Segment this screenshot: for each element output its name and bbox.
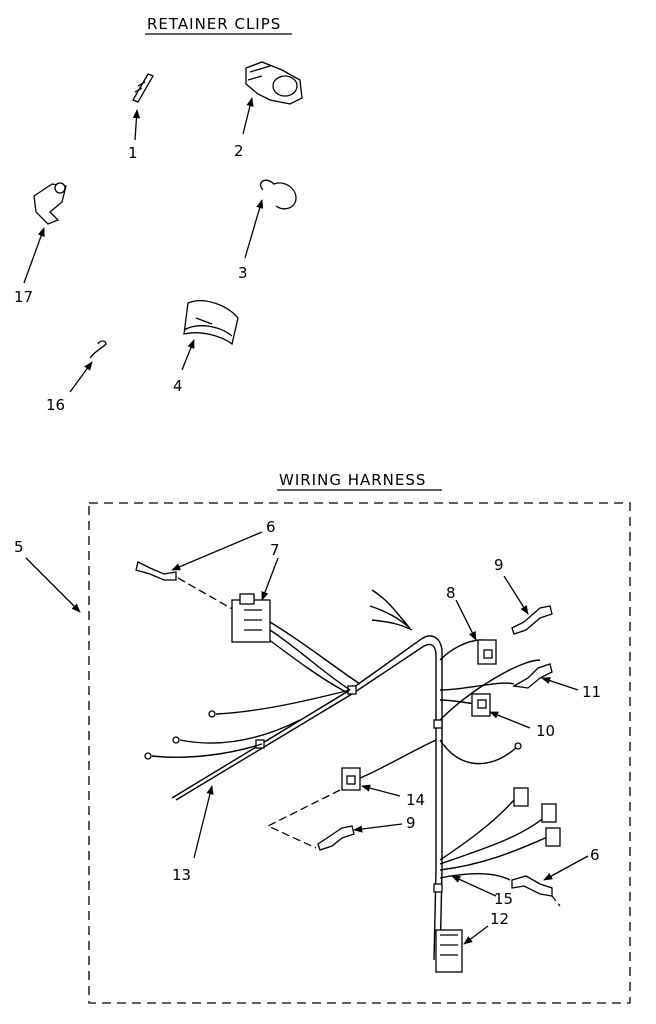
part-11-terminal xyxy=(512,663,553,689)
callout-6b-leader xyxy=(543,855,589,881)
callout-7: 7 xyxy=(270,541,280,559)
callout-6a-leader xyxy=(171,531,263,571)
part-16-hook xyxy=(89,340,107,359)
wiring-harness-heading: WIRING HARNESS xyxy=(279,471,426,489)
callout-9b-leader xyxy=(353,823,403,833)
callout-13: 13 xyxy=(172,866,191,884)
callout-7-leader xyxy=(261,557,279,601)
part-8-connector xyxy=(477,639,497,665)
callout-2-leader xyxy=(242,97,254,135)
part-10-connector xyxy=(471,693,491,717)
harness-main-trunk xyxy=(171,635,463,973)
callout-9a: 9 xyxy=(494,556,504,574)
part-2-clip xyxy=(245,61,303,105)
callout-5-leader xyxy=(25,557,81,613)
part-7-connector-block xyxy=(231,593,271,643)
callout-11-leader xyxy=(541,677,579,691)
part-9-terminal-bottom xyxy=(317,825,355,851)
callout-9b: 9 xyxy=(406,814,416,832)
part-9-terminal-top xyxy=(511,605,553,635)
part-17-clip xyxy=(33,182,67,225)
callout-4: 4 xyxy=(173,377,183,395)
callout-6b: 6 xyxy=(590,846,600,864)
harness-dashed-border xyxy=(88,502,631,1004)
part-1-clip xyxy=(132,73,154,103)
part-4-sleeve xyxy=(183,300,239,346)
callout-15-leader xyxy=(451,875,497,897)
callout-8: 8 xyxy=(446,584,456,602)
callout-17-leader xyxy=(23,227,45,284)
harness-lower-connectors xyxy=(513,787,561,847)
callout-5: 5 xyxy=(14,538,24,556)
callout-3: 3 xyxy=(238,264,248,282)
callout-16-leader xyxy=(69,361,93,393)
callout-1-leader xyxy=(132,109,141,141)
callout-6a: 6 xyxy=(266,518,276,536)
callout-13-leader xyxy=(193,785,214,859)
callout-10: 10 xyxy=(536,722,555,740)
callout-11: 11 xyxy=(582,683,601,701)
callout-16: 16 xyxy=(46,396,65,414)
callout-17: 17 xyxy=(14,288,33,306)
callout-4-leader xyxy=(181,339,195,371)
callout-14: 14 xyxy=(406,791,425,809)
callout-1: 1 xyxy=(128,144,138,162)
retainer-clips-heading: RETAINER CLIPS xyxy=(147,15,281,33)
part-6-terminal-top xyxy=(135,561,177,581)
part-3-clip xyxy=(260,179,297,210)
callout-12-leader xyxy=(463,925,489,945)
terminal-6b-dash-line xyxy=(551,895,561,907)
callout-9a-leader xyxy=(503,575,529,615)
callout-2: 2 xyxy=(234,142,244,160)
callout-10-leader xyxy=(489,711,531,729)
callout-3-leader xyxy=(244,199,264,259)
callout-14-leader xyxy=(361,784,401,797)
terminal-6-dash-line xyxy=(177,577,235,611)
terminal-9b-dash-line xyxy=(266,789,341,849)
part-14-connector xyxy=(341,739,437,791)
callout-15: 15 xyxy=(494,890,513,908)
callout-8-leader xyxy=(455,599,477,641)
callout-12: 12 xyxy=(490,910,509,928)
